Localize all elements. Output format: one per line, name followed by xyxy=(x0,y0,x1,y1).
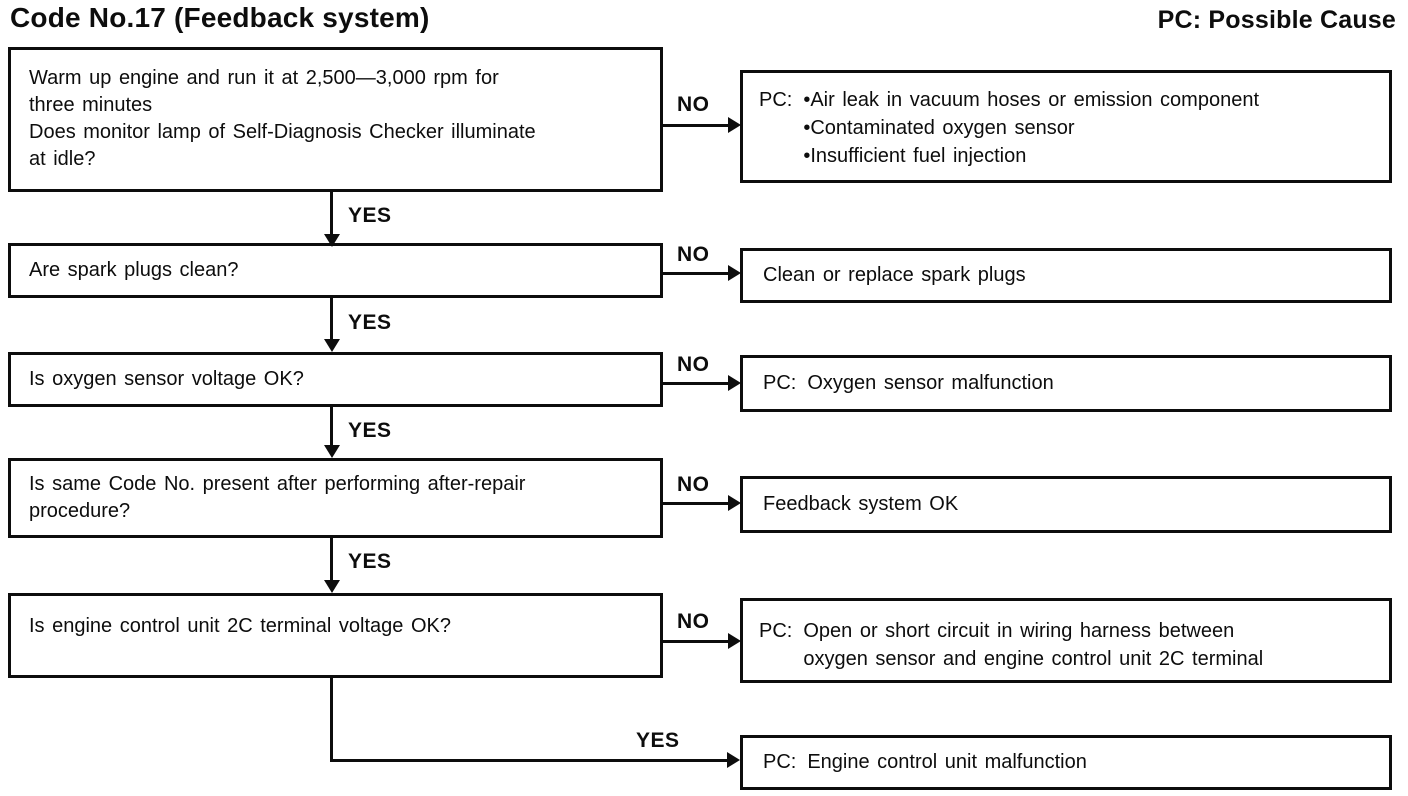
result-box-possible-causes: PC: •Air leak in vacuum hoses or emissio… xyxy=(740,70,1392,183)
arrow-down-icon xyxy=(324,580,340,593)
pc-prefix: PC: xyxy=(759,620,793,642)
yes-connector-line-5-horizontal xyxy=(330,759,727,762)
result-box-oxygen-sensor-malfunction: PC: Oxygen sensor malfunction xyxy=(740,355,1392,412)
result-text: Engine control unit malfunction xyxy=(807,751,1087,773)
result-text: Oxygen sensor malfunction xyxy=(807,372,1054,394)
arrow-right-icon xyxy=(728,375,741,391)
pc-legend: PC: Possible Cause xyxy=(1157,6,1396,34)
question-box-warm-up-engine: Warm up engine and run it at 2,500—3,000… xyxy=(8,47,663,192)
pc-prefix: PC: xyxy=(759,89,793,111)
arrow-right-icon xyxy=(728,495,741,511)
yes-connector-line-4 xyxy=(330,538,333,582)
question-text: Is engine control unit 2C terminal volta… xyxy=(29,615,451,637)
arrow-right-icon xyxy=(727,752,740,768)
question-box-ecu-2c-terminal: Is engine control unit 2C terminal volta… xyxy=(8,593,663,678)
result-box-ecu-malfunction: PC: Engine control unit malfunction xyxy=(740,735,1392,790)
yes-label-1: YES xyxy=(348,204,392,227)
question-text: Is same Code No. present after performin… xyxy=(29,473,526,522)
arrow-down-icon xyxy=(324,234,340,247)
result-box-clean-spark-plugs: Clean or replace spark plugs xyxy=(740,248,1392,303)
result-text: Clean or replace spark plugs xyxy=(763,264,1026,286)
no-label-4: NO xyxy=(677,473,710,496)
yes-connector-line-3 xyxy=(330,407,333,447)
yes-label-2: YES xyxy=(348,311,392,334)
page-title: Code No.17 (Feedback system) xyxy=(10,2,430,33)
arrow-down-icon xyxy=(324,339,340,352)
result-box-wiring-harness: PC: Open or short circuit in wiring harn… xyxy=(740,598,1392,683)
no-label-2: NO xyxy=(677,243,710,266)
yes-connector-line-1 xyxy=(330,192,333,236)
result-text: Open or short circuit in wiring harness … xyxy=(803,620,1264,670)
no-label-5: NO xyxy=(677,610,710,633)
yes-connector-line-2 xyxy=(330,298,333,341)
yes-label-5: YES xyxy=(636,729,680,752)
result-text: Feedback system OK xyxy=(763,493,959,515)
result-box-feedback-system-ok: Feedback system OK xyxy=(740,476,1392,533)
result-bullet-list: •Air leak in vacuum hoses or emission co… xyxy=(803,89,1259,167)
no-label-1: NO xyxy=(677,93,710,116)
question-text: Warm up engine and run it at 2,500—3,000… xyxy=(29,67,536,170)
no-label-3: NO xyxy=(677,353,710,376)
no-connector-line-5 xyxy=(663,640,728,643)
arrow-right-icon xyxy=(728,265,741,281)
question-text: Is oxygen sensor voltage OK? xyxy=(29,368,304,390)
arrow-right-icon xyxy=(728,633,741,649)
arrow-right-icon xyxy=(728,117,741,133)
yes-label-4: YES xyxy=(348,550,392,573)
yes-label-3: YES xyxy=(348,419,392,442)
question-box-same-code-present: Is same Code No. present after performin… xyxy=(8,458,663,538)
pc-prefix: PC: xyxy=(763,751,797,773)
no-connector-line-1 xyxy=(663,124,728,127)
no-connector-line-4 xyxy=(663,502,728,505)
no-connector-line-2 xyxy=(663,272,728,275)
question-box-spark-plugs: Are spark plugs clean? xyxy=(8,243,663,298)
yes-connector-line-5-vertical xyxy=(330,678,333,762)
no-connector-line-3 xyxy=(663,382,728,385)
question-text: Are spark plugs clean? xyxy=(29,259,239,281)
pc-prefix: PC: xyxy=(763,372,797,394)
arrow-down-icon xyxy=(324,445,340,458)
question-box-oxygen-sensor-voltage: Is oxygen sensor voltage OK? xyxy=(8,352,663,407)
